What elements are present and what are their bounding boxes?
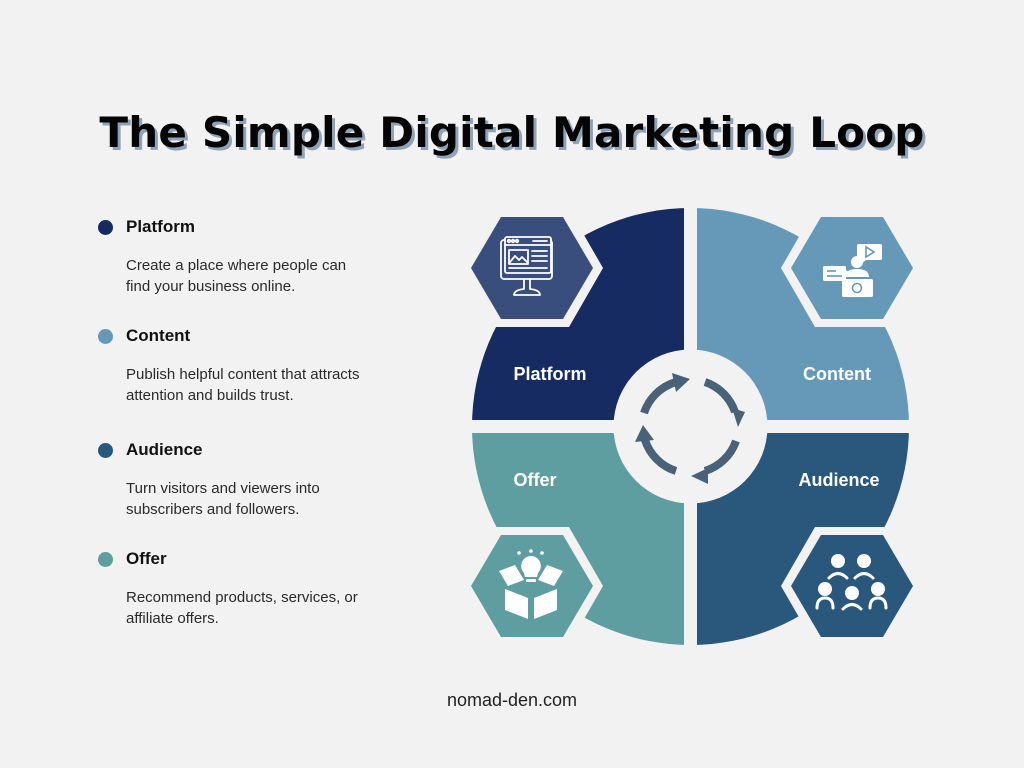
box-lightbulb-icon [499,549,563,619]
legend-title: Audience [126,440,203,459]
content-quadrant [690,208,909,427]
legend-item-content: Content Publish helpful content that att… [98,325,418,406]
legend-description-line: find your business online. [126,278,296,295]
offer-quadrant [472,426,691,645]
footer-website: nomad-den.com [446,690,578,710]
platform-quadrant [472,208,691,427]
legend-description-line: Turn visitors and viewers into [126,480,320,497]
audience-quadrant [690,426,909,645]
legend-description-line: Recommend products, services, or [126,589,358,606]
group-people-icon [815,554,888,611]
audience-dot-icon [98,442,113,458]
legend-description: Create a place where people can find you… [126,255,418,297]
legend-description-line: affiliate offers. [126,610,219,627]
offer-hexagon [471,535,593,637]
legend-description-line: subscribers and followers. [126,501,300,518]
legend-description-line: attention and builds trust. [126,387,294,404]
legend-description: Recommend products, services, or affilia… [126,587,418,629]
legend-item-platform: Platform Create a place where people can… [98,216,418,297]
monitor-webpage-icon [500,236,553,296]
legend-title: Offer [126,549,167,568]
platform-dot-icon [98,219,113,235]
legend-title: Platform [126,217,195,236]
legend-description-line: Publish helpful content that attracts [126,366,360,383]
audience-label: Audience [798,470,879,490]
content-hexagon [791,217,913,319]
presenter-video-icon [823,244,882,297]
legend-description-line: Create a place where people can [126,257,347,274]
content-dot-icon [98,328,113,344]
page-title: The Simple Digital Marketing Loop [99,108,925,157]
legend-item-offer: Offer Recommend products, services, or a… [98,548,418,629]
legend-description: Publish helpful content that attracts at… [126,364,418,406]
cycle-arrowheads-icon [635,373,745,484]
offer-dot-icon [98,551,113,567]
legend-description: Turn visitors and viewers into subscribe… [126,478,418,520]
offer-label: Offer [513,470,556,490]
legend-item-audience: Audience Turn visitors and viewers into … [98,439,418,520]
platform-label: Platform [513,364,586,384]
content-label: Content [803,364,871,384]
legend-title: Content [126,326,191,345]
